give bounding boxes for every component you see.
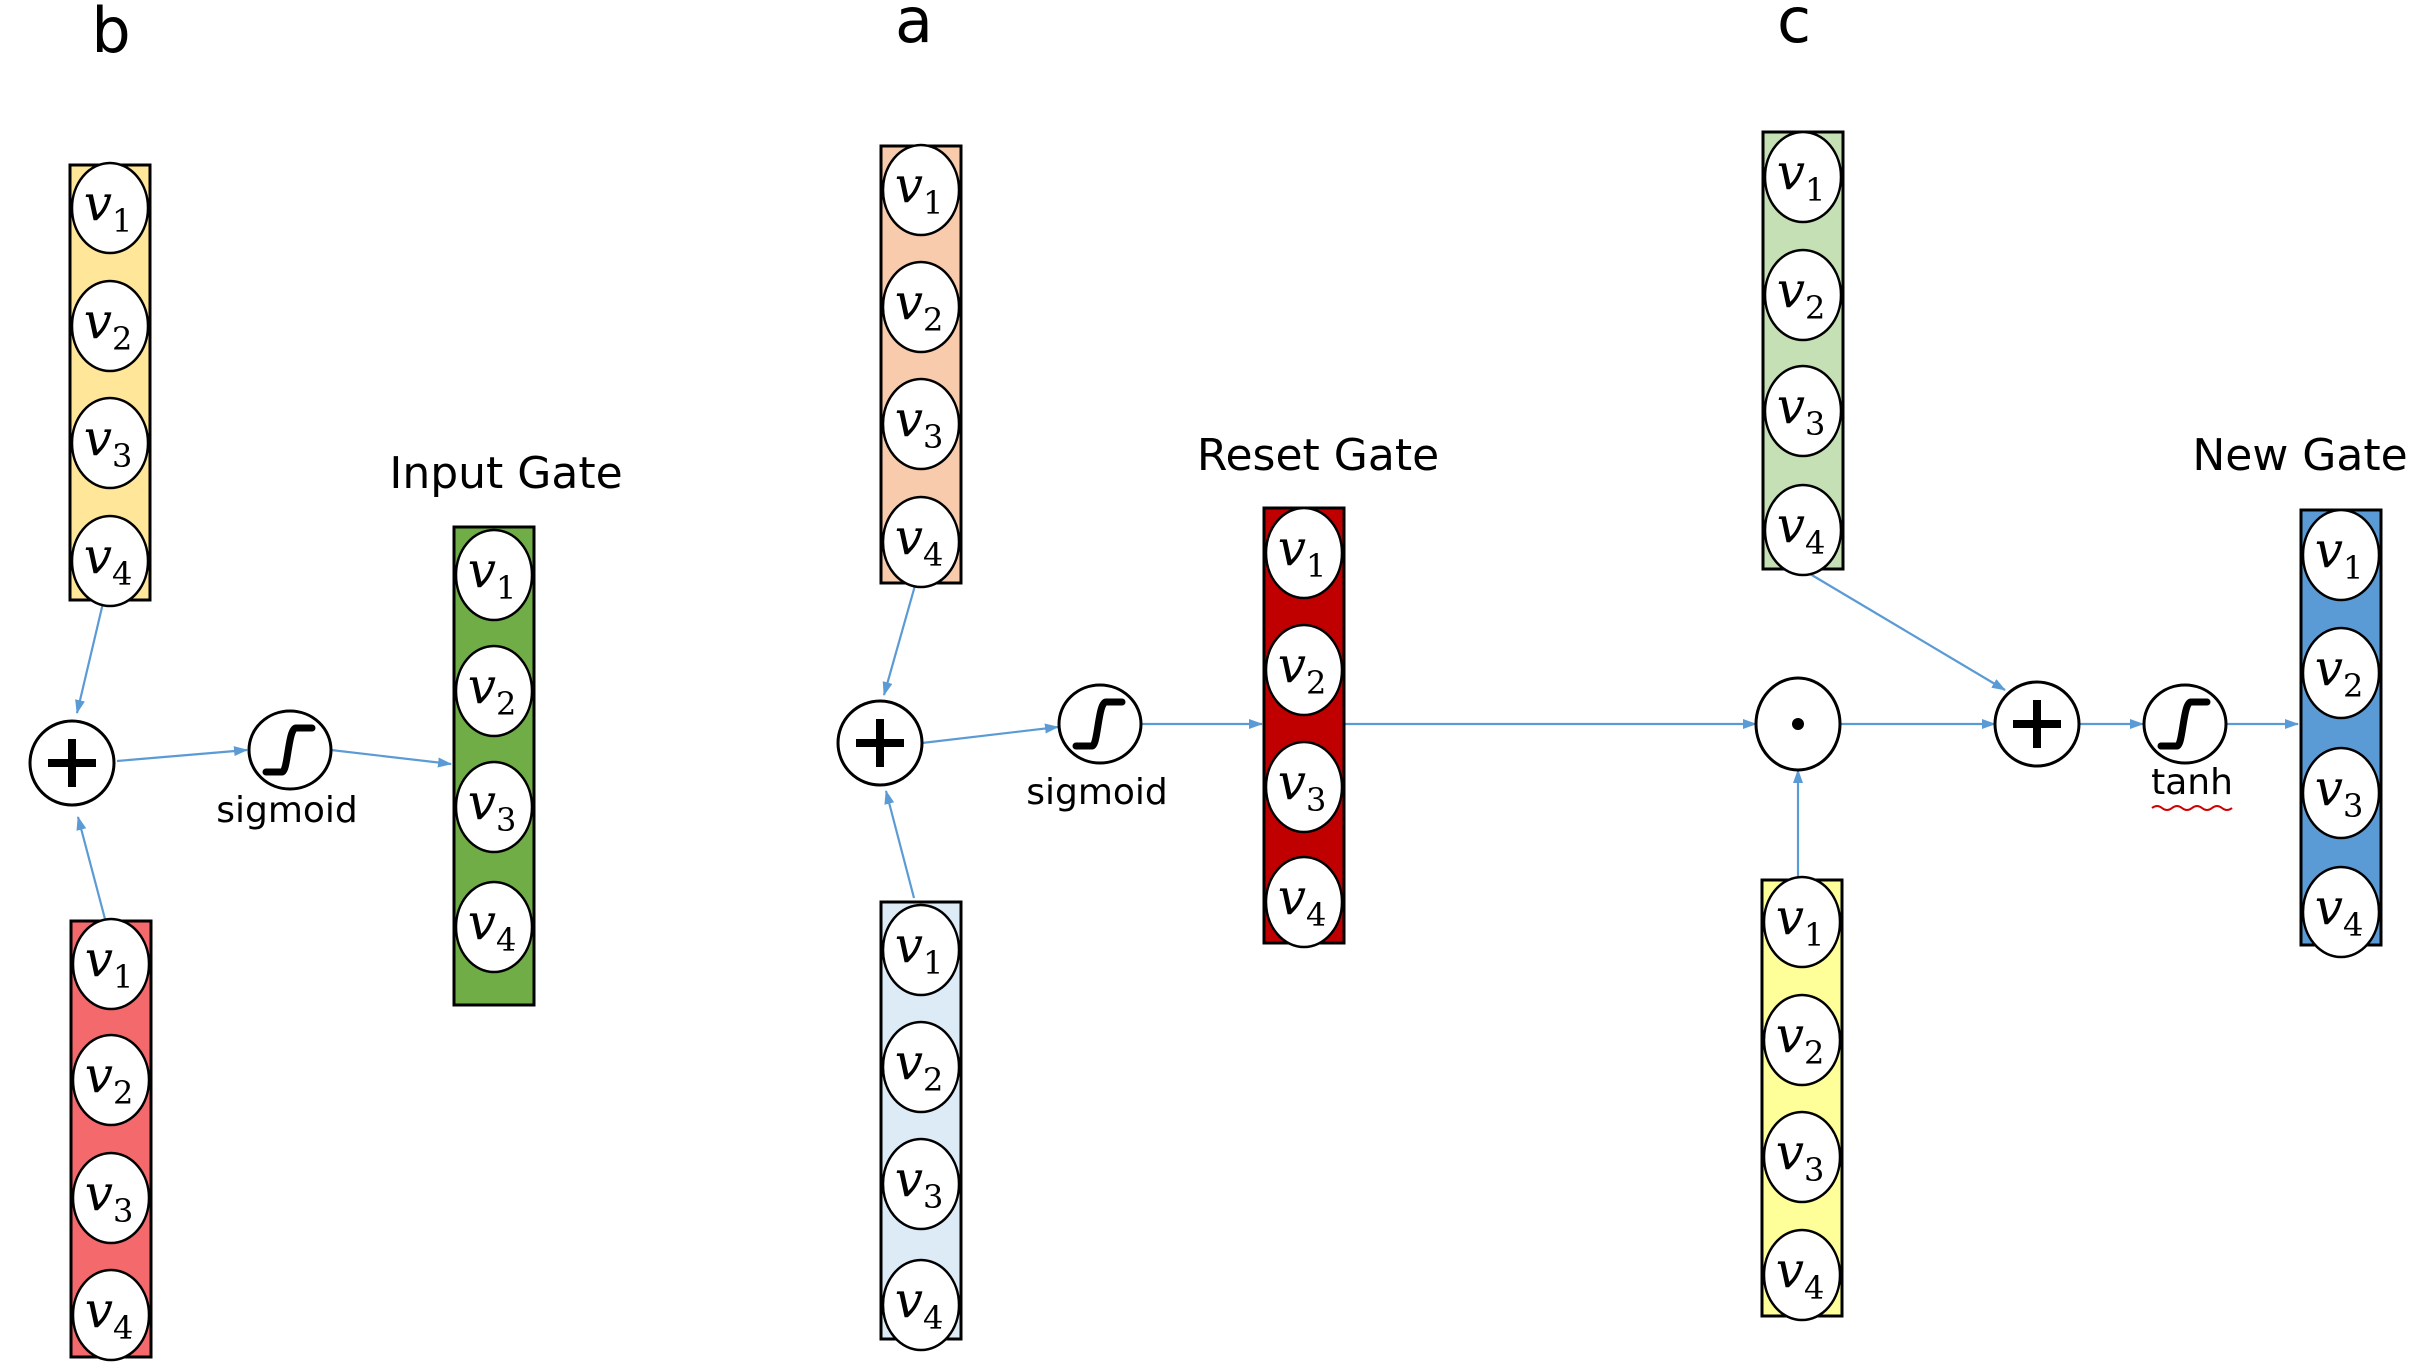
vector-node: v1: [881, 903, 961, 997]
vector-node: v4: [1264, 855, 1344, 949]
vector-node: v3: [881, 377, 961, 471]
vector-node: v1: [1763, 130, 1843, 224]
node-label: v1: [468, 541, 517, 607]
vector-node: v4: [881, 495, 961, 589]
new-gate-title: New Gate: [2192, 430, 2407, 481]
arrow-abottom-to-plus: [884, 790, 916, 899]
arrow-sigmoid-to-input-gate: [330, 748, 452, 768]
node-label: v2: [1777, 261, 1826, 327]
vector-node: v3: [71, 1151, 151, 1245]
vector-node: v3: [454, 760, 534, 854]
vector-node: v3: [1762, 1110, 1842, 1204]
vector-node: v1: [1264, 506, 1344, 600]
vector-node: v1: [2301, 508, 2381, 602]
vector-node: v3: [881, 1137, 961, 1231]
vector-node: v2: [881, 1020, 961, 1114]
vector-node: v2: [1763, 248, 1843, 342]
vector-node: v2: [881, 260, 961, 354]
vector-node: v4: [1763, 483, 1843, 577]
arrow-plus-to-sigmoid-a: [921, 723, 1059, 745]
hadamard-product-icon: [1754, 676, 1842, 772]
vector-a-bottom: v1 v2 v3 v4: [879, 900, 963, 1352]
vector-node: v4: [454, 880, 534, 974]
sigmoid-label-a: sigmoid: [1026, 772, 1168, 813]
node-label: v4: [1776, 1241, 1825, 1307]
vector-node: v1: [881, 143, 961, 237]
node-label: v1: [895, 156, 944, 222]
vector-node: v4: [1762, 1228, 1842, 1322]
sigmoid-label-b: sigmoid: [216, 790, 358, 831]
node-label: v1: [895, 916, 944, 982]
sigmoid-icon-a: [1057, 683, 1143, 765]
arrow-btop-to-plus: [75, 602, 105, 714]
vector-node: v3: [1264, 740, 1344, 834]
vector-node: v1: [454, 528, 534, 622]
vector-reset-gate: v1 v2 v3 v4: [1262, 506, 1346, 949]
vector-node: v3: [2301, 746, 2381, 840]
panel-label-c: c: [1777, 0, 1811, 57]
vector-node: v2: [70, 279, 150, 373]
vector-node: v2: [2301, 626, 2381, 720]
vector-c-top: v1 v2 v3 v4: [1761, 130, 1845, 577]
vector-node: v3: [1763, 364, 1843, 458]
tanh-label: tanh: [2151, 762, 2233, 803]
vector-node: v2: [1762, 993, 1842, 1087]
node-label: v4: [895, 1271, 944, 1337]
node-label: v1: [1777, 143, 1826, 209]
vector-c-bottom: v1 v2 v3 v4: [1760, 875, 1844, 1322]
node-label: v3: [85, 1164, 134, 1230]
connector-arrows: [75, 567, 2299, 920]
vector-node: v4: [70, 514, 150, 608]
vector-node: v4: [881, 1258, 961, 1352]
vector-node: v4: [71, 1268, 151, 1362]
vector-b-top: v1 v2 v3 v4: [68, 161, 152, 608]
panel-label-b: b: [91, 0, 130, 67]
vector-node: v2: [71, 1033, 151, 1127]
vector-node: v4: [2301, 865, 2381, 959]
vector-node: v2: [454, 644, 534, 738]
vector-b-bottom: v1 v2 v3 v4: [69, 917, 153, 1362]
node-label: v3: [468, 773, 517, 839]
vector-node: v1: [70, 161, 150, 255]
arrow-plus-to-sigmoid-b: [116, 746, 248, 763]
arrow-ctop-to-plus: [1799, 567, 2006, 691]
plus-icon-c: [1993, 680, 2081, 768]
input-gate-title: Input Gate: [389, 448, 622, 499]
arrow-bbottom-to-plus: [76, 816, 107, 920]
vector-node: v1: [71, 917, 151, 1011]
vector-a-top: v1 v2 v3 v4: [879, 143, 963, 589]
node-label: v3: [895, 390, 944, 456]
node-label: v4: [84, 527, 133, 593]
reset-gate-title: Reset Gate: [1197, 430, 1439, 481]
tanh-icon: [2142, 683, 2228, 765]
vector-node: v2: [1264, 623, 1344, 717]
vector-input-gate: v1 v2 v3 v4: [452, 525, 536, 1007]
sigmoid-icon-b: [247, 709, 333, 791]
vector-node: v1: [1762, 875, 1842, 969]
plus-icon-b: [28, 719, 116, 807]
spellcheck-underline: [2151, 805, 2233, 811]
plus-icon-a: [836, 699, 924, 787]
vector-new-gate: v1 v2 v3 v4: [2299, 508, 2383, 959]
vector-node: v3: [70, 396, 150, 490]
panel-label-a: a: [895, 0, 933, 57]
arrow-atop-to-plus: [882, 581, 918, 696]
